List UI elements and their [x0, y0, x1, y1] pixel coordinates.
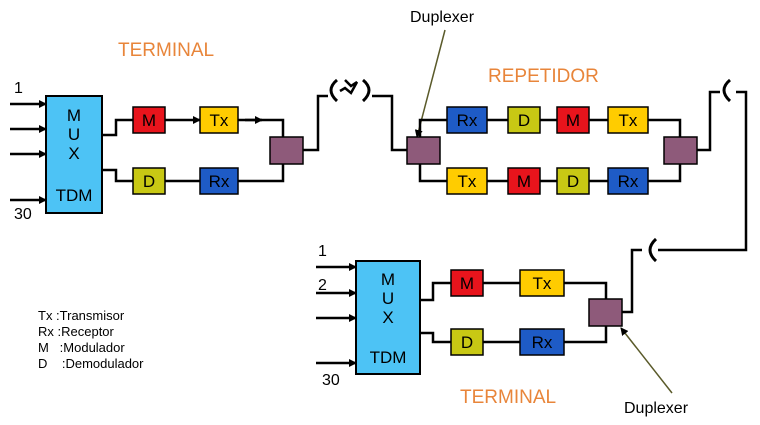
- receiver-block: [446, 106, 488, 134]
- antenna-icon: [648, 237, 658, 263]
- mux-block: [45, 95, 103, 214]
- link-icon: [339, 79, 359, 95]
- wire: [102, 118, 133, 137]
- channel-2-label: 2: [318, 277, 327, 294]
- demodulator-block: [132, 167, 166, 195]
- duplexer-top-label: Duplexer: [410, 9, 475, 26]
- legend-item-d: D :Demodulador: [38, 356, 144, 371]
- demodulator-block: [450, 328, 484, 356]
- repetidor-title: REPETIDOR: [488, 66, 599, 87]
- modulator-label: M: [460, 274, 474, 293]
- transmitter-block: [199, 106, 239, 134]
- wire: [238, 118, 285, 137]
- mux-tdm-label: TDM: [56, 186, 93, 205]
- wire: [372, 94, 407, 152]
- wire: [102, 168, 133, 183]
- receiver-label: Rx: [457, 111, 478, 130]
- wire: [564, 281, 608, 299]
- receiver-label: Rx: [532, 333, 553, 352]
- transmitter-label: Tx: [458, 172, 477, 191]
- legend: Tx :Transmisor Rx :Receptor M :Modulador…: [38, 308, 144, 371]
- mux-letter-x: X: [68, 144, 79, 163]
- receiver-label: Rx: [209, 172, 230, 191]
- mux-block: [355, 260, 421, 375]
- terminal-bottom: 1 2 30 M U X TDM M Tx D Rx TERMINAL Dupl…: [316, 243, 689, 417]
- wire: [648, 118, 682, 137]
- wire: [697, 90, 720, 152]
- terminal-bottom-title: TERMINAL: [460, 387, 556, 408]
- mux-letter-m: M: [67, 106, 81, 125]
- legend-item-tx: Tx :Transmisor: [38, 308, 125, 323]
- receiver-label: Rx: [618, 172, 639, 191]
- channel-1-label: 1: [318, 243, 327, 260]
- radio-link: [329, 78, 371, 103]
- antenna-icon: [329, 78, 339, 103]
- wire: [420, 331, 451, 344]
- demodulator-label: D: [567, 172, 579, 191]
- wire: [418, 164, 447, 183]
- terminal-top-title: TERMINAL: [118, 40, 214, 61]
- demodulator-label: D: [461, 333, 473, 352]
- mux-tdm-label: TDM: [370, 348, 407, 367]
- antenna-icon: [722, 78, 732, 103]
- duplexer-block: [406, 136, 441, 165]
- repeater: REPETIDOR Duplexer Rx D M Tx Tx M D Rx: [372, 9, 732, 195]
- modulator-block: [507, 167, 541, 195]
- duplexer-block: [663, 136, 698, 165]
- channel-1-label: 1: [14, 80, 23, 97]
- transmitter-block: [607, 106, 649, 134]
- demodulator-block: [507, 106, 541, 134]
- demodulator-label: D: [518, 111, 530, 130]
- transmitter-label: Tx: [533, 274, 552, 293]
- wire: [648, 164, 682, 183]
- legend-item-m: M :Modulador: [38, 340, 125, 355]
- demodulator-block: [556, 167, 590, 195]
- wire: [238, 164, 285, 183]
- wire: [303, 94, 328, 152]
- modulator-block: [556, 106, 590, 134]
- wire: [622, 248, 642, 314]
- legend-item-rx: Rx :Receptor: [38, 324, 115, 339]
- channel-30-label: 30: [14, 206, 32, 223]
- receiver-block: [519, 328, 565, 356]
- channel-30-label: 30: [322, 372, 340, 389]
- duplexer-block: [588, 298, 623, 327]
- transmitter-block: [446, 167, 488, 195]
- receiver-block: [199, 167, 239, 195]
- mux-letter-x: X: [382, 308, 393, 327]
- mux-letter-u: U: [68, 125, 80, 144]
- antenna-icon: [361, 78, 371, 103]
- mux-letter-m: M: [381, 270, 395, 289]
- transmitter-block: [519, 269, 565, 297]
- radio-link-down: [648, 90, 748, 263]
- wire: [418, 118, 447, 137]
- duplexer-pointer: [620, 327, 673, 394]
- wire: [658, 90, 748, 252]
- modulator-block: [132, 106, 166, 134]
- receiver-block: [607, 167, 649, 195]
- modulator-block: [450, 269, 484, 297]
- mux-letter-u: U: [382, 289, 394, 308]
- duplexer-bottom-label: Duplexer: [624, 400, 689, 417]
- wire: [420, 281, 451, 302]
- terminal-top: TERMINAL 1 30 M U X TDM M Tx D Rx: [10, 40, 328, 223]
- transmitter-label: Tx: [210, 111, 229, 130]
- modulator-label: M: [142, 111, 156, 130]
- modulator-label: M: [566, 111, 580, 130]
- modulator-label: M: [517, 172, 531, 191]
- duplexer-block: [269, 136, 304, 165]
- wire: [564, 326, 608, 344]
- demodulator-label: D: [143, 172, 155, 191]
- transmitter-label: Tx: [619, 111, 638, 130]
